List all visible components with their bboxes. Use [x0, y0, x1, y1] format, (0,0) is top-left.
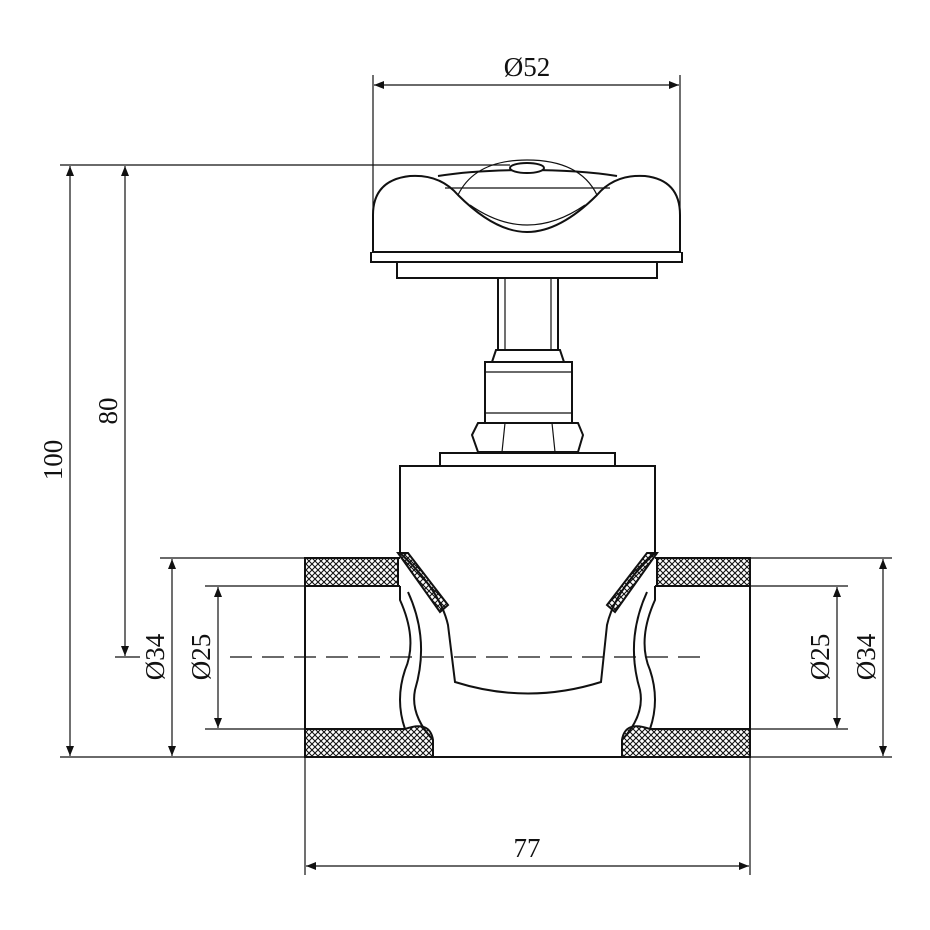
dim-label-outer-diameter-left: Ø34	[140, 633, 170, 680]
stem-collar	[484, 349, 573, 424]
valve-seat	[399, 586, 656, 741]
dim-label-overall-length: 77	[514, 833, 541, 863]
dim-total-height: 100	[38, 164, 510, 758]
dim-label-inner-diameter-right: Ø25	[805, 634, 835, 681]
dim-label-handle-diameter: Ø52	[504, 52, 551, 82]
hex-nut	[470, 422, 585, 453]
dim-outer-diameter-right: Ø34	[750, 557, 892, 758]
dim-label-outer-diameter-right: Ø34	[851, 633, 881, 680]
dim-label-inner-diameter-left: Ø25	[186, 634, 216, 681]
valve-stem	[497, 277, 559, 351]
dim-label-axis-height: 80	[93, 398, 123, 425]
pipe-wall-hatching	[304, 552, 751, 758]
dim-axis-height: 80	[93, 166, 140, 658]
dim-label-total-height: 100	[38, 440, 68, 481]
dim-outer-diameter-left: Ø34	[140, 557, 305, 756]
dim-inner-diameter-right: Ø25	[750, 585, 848, 730]
dim-handle-diameter: Ø52	[372, 52, 681, 245]
dim-inner-diameter-left: Ø25	[186, 585, 305, 730]
handwheel	[370, 159, 683, 279]
dim-overall-length: 77	[304, 757, 751, 875]
